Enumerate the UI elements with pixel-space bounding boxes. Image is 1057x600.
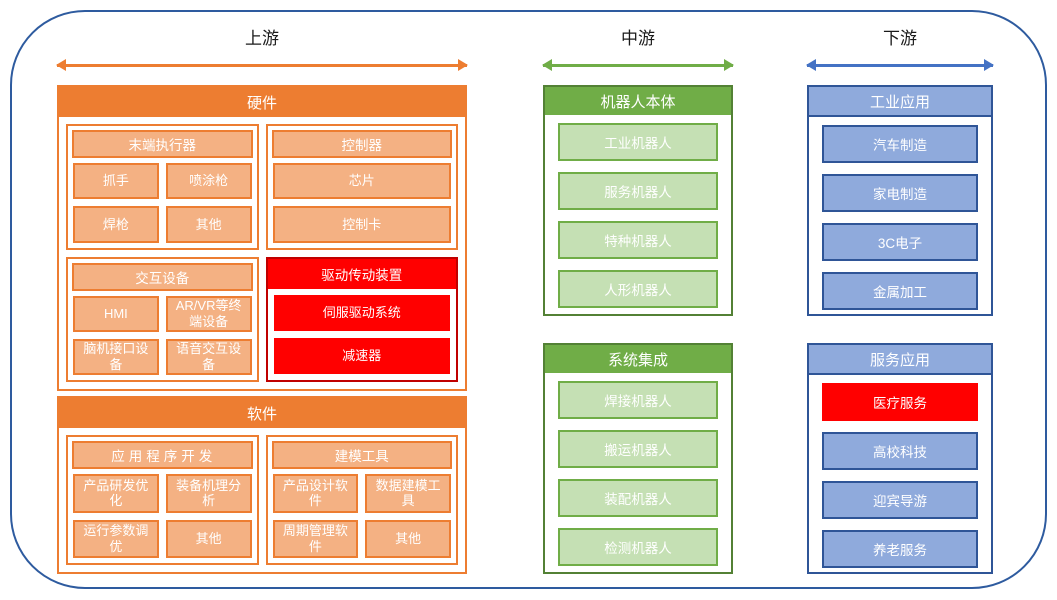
software-header: 软件: [59, 398, 465, 428]
item-end-effector-other: 其他: [165, 206, 252, 243]
modeling-tools-header: 建模工具: [271, 441, 452, 469]
system-integration-header: 系统集成: [545, 345, 731, 373]
item-servo-drive-system: 伺服驱动系统: [273, 294, 450, 331]
item-handling-robot: 搬运机器人: [558, 430, 718, 468]
drive-transmission-group: 驱动传动装置 伺服驱动系统 减速器: [265, 256, 458, 382]
item-operating-parameter-tuning: 运行参数调优: [73, 519, 159, 558]
controller-group: 控制器 芯片 控制卡: [265, 124, 458, 250]
hardware-body: 末端执行器 抓手 喷涂枪 焊枪 其他 控制器 芯片 控制卡: [59, 117, 465, 389]
robot-body-box: 机器人本体 工业机器人 服务机器人 特种机器人 人形机器人: [543, 85, 733, 316]
system-integration-box: 系统集成 焊接机器人 搬运机器人 装配机器人 检测机器人: [543, 343, 733, 574]
item-control-card: 控制卡: [272, 206, 451, 243]
item-product-rd-optimization: 产品研发优化: [73, 474, 159, 513]
item-gripper: 抓手: [73, 163, 159, 200]
drive-transmission-header: 驱动传动装置: [267, 258, 456, 289]
outer-rounded-frame: [10, 10, 1047, 589]
item-inspection-robot: 检测机器人: [558, 528, 718, 566]
item-welding-robot: 焊接机器人: [558, 381, 718, 419]
item-welding-gun: 焊枪: [73, 206, 159, 243]
controller-header: 控制器: [271, 130, 452, 158]
item-bci-device: 脑机接口设备: [73, 338, 159, 375]
service-application-items: 医疗服务 高校科技 迎宾导游 养老服务: [809, 375, 991, 572]
item-humanoid-robot: 人形机器人: [558, 270, 718, 308]
item-home-appliance-manufacturing: 家电制造: [822, 174, 978, 212]
app-development-group: 应用程序开发 产品研发优化 装备机理分析 运行参数调优 其他: [66, 435, 259, 565]
software-box: 软件 应用程序开发 产品研发优化 装备机理分析 运行参数调优 其他 建模工具 产…: [57, 396, 467, 574]
downstream-span-arrow: [806, 59, 994, 71]
item-elderly-care-service: 养老服务: [822, 530, 978, 568]
interaction-device-items: HMI AR/VR等终端设备 脑机接口设备 语音交互设备: [68, 291, 257, 381]
item-equipment-mechanism-analysis: 装备机理分析: [165, 474, 252, 513]
item-lifecycle-management-software: 周期管理软件: [272, 519, 359, 558]
robot-body-header: 机器人本体: [545, 87, 731, 115]
item-welcome-guide: 迎宾导游: [822, 481, 978, 519]
robot-body-items: 工业机器人 服务机器人 特种机器人 人形机器人: [545, 115, 731, 314]
hardware-box: 硬件 末端执行器 抓手 喷涂枪 焊枪 其他 控制器 芯片 控制卡: [57, 85, 467, 391]
downstream-column: 下游 工业应用 汽车制造 家电制造 3C电子 金属加工 服务应用 医疗服务 高校…: [806, 0, 994, 600]
item-university-technology: 高校科技: [822, 432, 978, 470]
item-assembly-robot: 装配机器人: [558, 479, 718, 517]
item-medical-service: 医疗服务: [822, 383, 978, 421]
app-development-items: 产品研发优化 装备机理分析 运行参数调优 其他: [68, 469, 257, 563]
item-modeling-other: 其他: [365, 519, 451, 558]
item-arvr-terminal: AR/VR等终端设备: [165, 295, 252, 332]
item-industrial-robot: 工业机器人: [558, 123, 718, 161]
item-special-robot: 特种机器人: [558, 221, 718, 259]
item-reducer: 减速器: [273, 337, 450, 374]
hardware-header: 硬件: [59, 87, 465, 117]
item-product-design-software: 产品设计软件: [272, 474, 359, 513]
midstream-span-arrow: [542, 59, 734, 71]
system-integration-items: 焊接机器人 搬运机器人 装配机器人 检测机器人: [545, 373, 731, 572]
interaction-device-header: 交互设备: [72, 262, 253, 291]
end-effector-header: 末端执行器: [72, 130, 253, 158]
upstream-label: 上游: [245, 29, 279, 48]
app-development-header: 应用程序开发: [72, 441, 253, 469]
item-metal-processing: 金属加工: [822, 272, 978, 310]
drive-transmission-items: 伺服驱动系统 减速器: [268, 289, 457, 381]
item-auto-manufacturing: 汽车制造: [822, 125, 978, 163]
item-chip: 芯片: [272, 163, 451, 200]
service-application-header: 服务应用: [809, 345, 991, 375]
industrial-application-header: 工业应用: [809, 87, 991, 117]
modeling-tools-items: 产品设计软件 数据建模工具 周期管理软件 其他: [268, 469, 457, 563]
item-app-dev-other: 其他: [165, 519, 252, 558]
industrial-application-items: 汽车制造 家电制造 3C电子 金属加工: [809, 117, 991, 314]
service-application-box: 服务应用 医疗服务 高校科技 迎宾导游 养老服务: [807, 343, 993, 574]
controller-items: 芯片 控制卡: [268, 158, 457, 248]
item-spray-gun: 喷涂枪: [165, 163, 252, 200]
item-data-modeling-tools: 数据建模工具: [365, 474, 451, 513]
item-hmi: HMI: [73, 295, 159, 332]
item-3c-electronics: 3C电子: [822, 223, 978, 261]
software-body: 应用程序开发 产品研发优化 装备机理分析 运行参数调优 其他 建模工具 产品设计…: [59, 428, 465, 572]
modeling-tools-group: 建模工具 产品设计软件 数据建模工具 周期管理软件 其他: [265, 435, 458, 565]
industrial-application-box: 工业应用 汽车制造 家电制造 3C电子 金属加工: [807, 85, 993, 316]
midstream-column: 中游 机器人本体 工业机器人 服务机器人 特种机器人 人形机器人 系统集成 焊接…: [542, 0, 734, 600]
item-service-robot: 服务机器人: [558, 172, 718, 210]
upstream-span-arrow: [56, 59, 468, 71]
interaction-device-group: 交互设备 HMI AR/VR等终端设备 脑机接口设备 语音交互设备: [66, 256, 259, 382]
upstream-column: 上游 硬件 末端执行器 抓手 喷涂枪 焊枪 其他 控制器 芯片: [56, 0, 468, 600]
item-voice-interaction-device: 语音交互设备: [165, 338, 252, 375]
downstream-label: 下游: [883, 29, 917, 48]
midstream-label: 中游: [621, 29, 655, 48]
end-effector-group: 末端执行器 抓手 喷涂枪 焊枪 其他: [66, 124, 259, 250]
end-effector-items: 抓手 喷涂枪 焊枪 其他: [68, 158, 257, 248]
